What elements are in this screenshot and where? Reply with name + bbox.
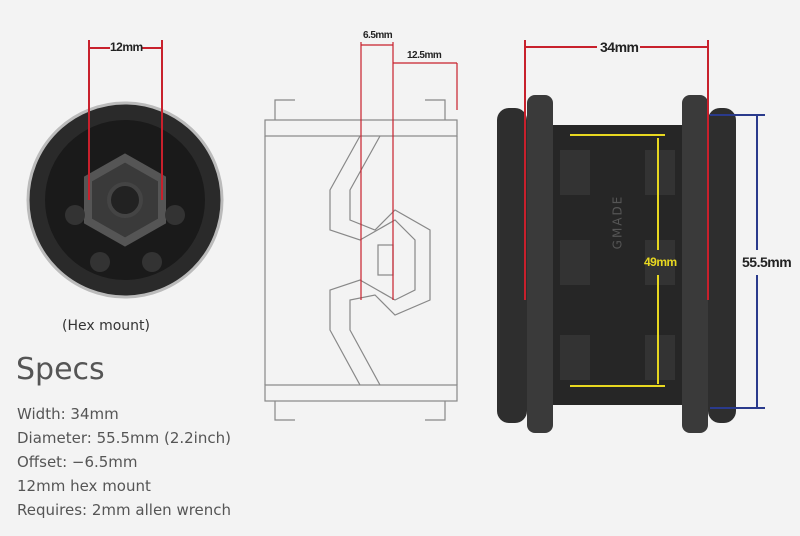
inner-diameter-label: 49mm bbox=[644, 255, 677, 269]
wheel-width-label: 34mm bbox=[600, 39, 639, 55]
wheel-diameter-label: 55.5mm bbox=[742, 254, 792, 270]
spec-diameter: Diameter: 55.5mm (2.2inch) bbox=[17, 429, 231, 447]
spec-tool: Requires: 2mm allen wrench bbox=[17, 501, 232, 519]
brand-logo: GMADE bbox=[610, 194, 625, 250]
spec-hex-mount: 12mm hex mount bbox=[17, 477, 151, 495]
hex-width-label: 12mm bbox=[110, 40, 143, 54]
hex-mount-photo bbox=[26, 101, 224, 299]
wheel-photo bbox=[497, 95, 736, 433]
hub-depth-label: 12.5mm bbox=[407, 50, 442, 61]
profile-dimension-lines bbox=[360, 42, 458, 300]
hex-dimension-lines bbox=[88, 40, 163, 200]
offset-label: 6.5mm bbox=[363, 30, 393, 41]
wheel-dimension-lines bbox=[524, 40, 765, 409]
spec-offset: Offset: −6.5mm bbox=[17, 453, 138, 471]
specs-title: Specs bbox=[16, 352, 105, 387]
hex-mount-caption: (Hex mount) bbox=[62, 318, 150, 334]
spec-width: Width: 34mm bbox=[17, 405, 119, 423]
